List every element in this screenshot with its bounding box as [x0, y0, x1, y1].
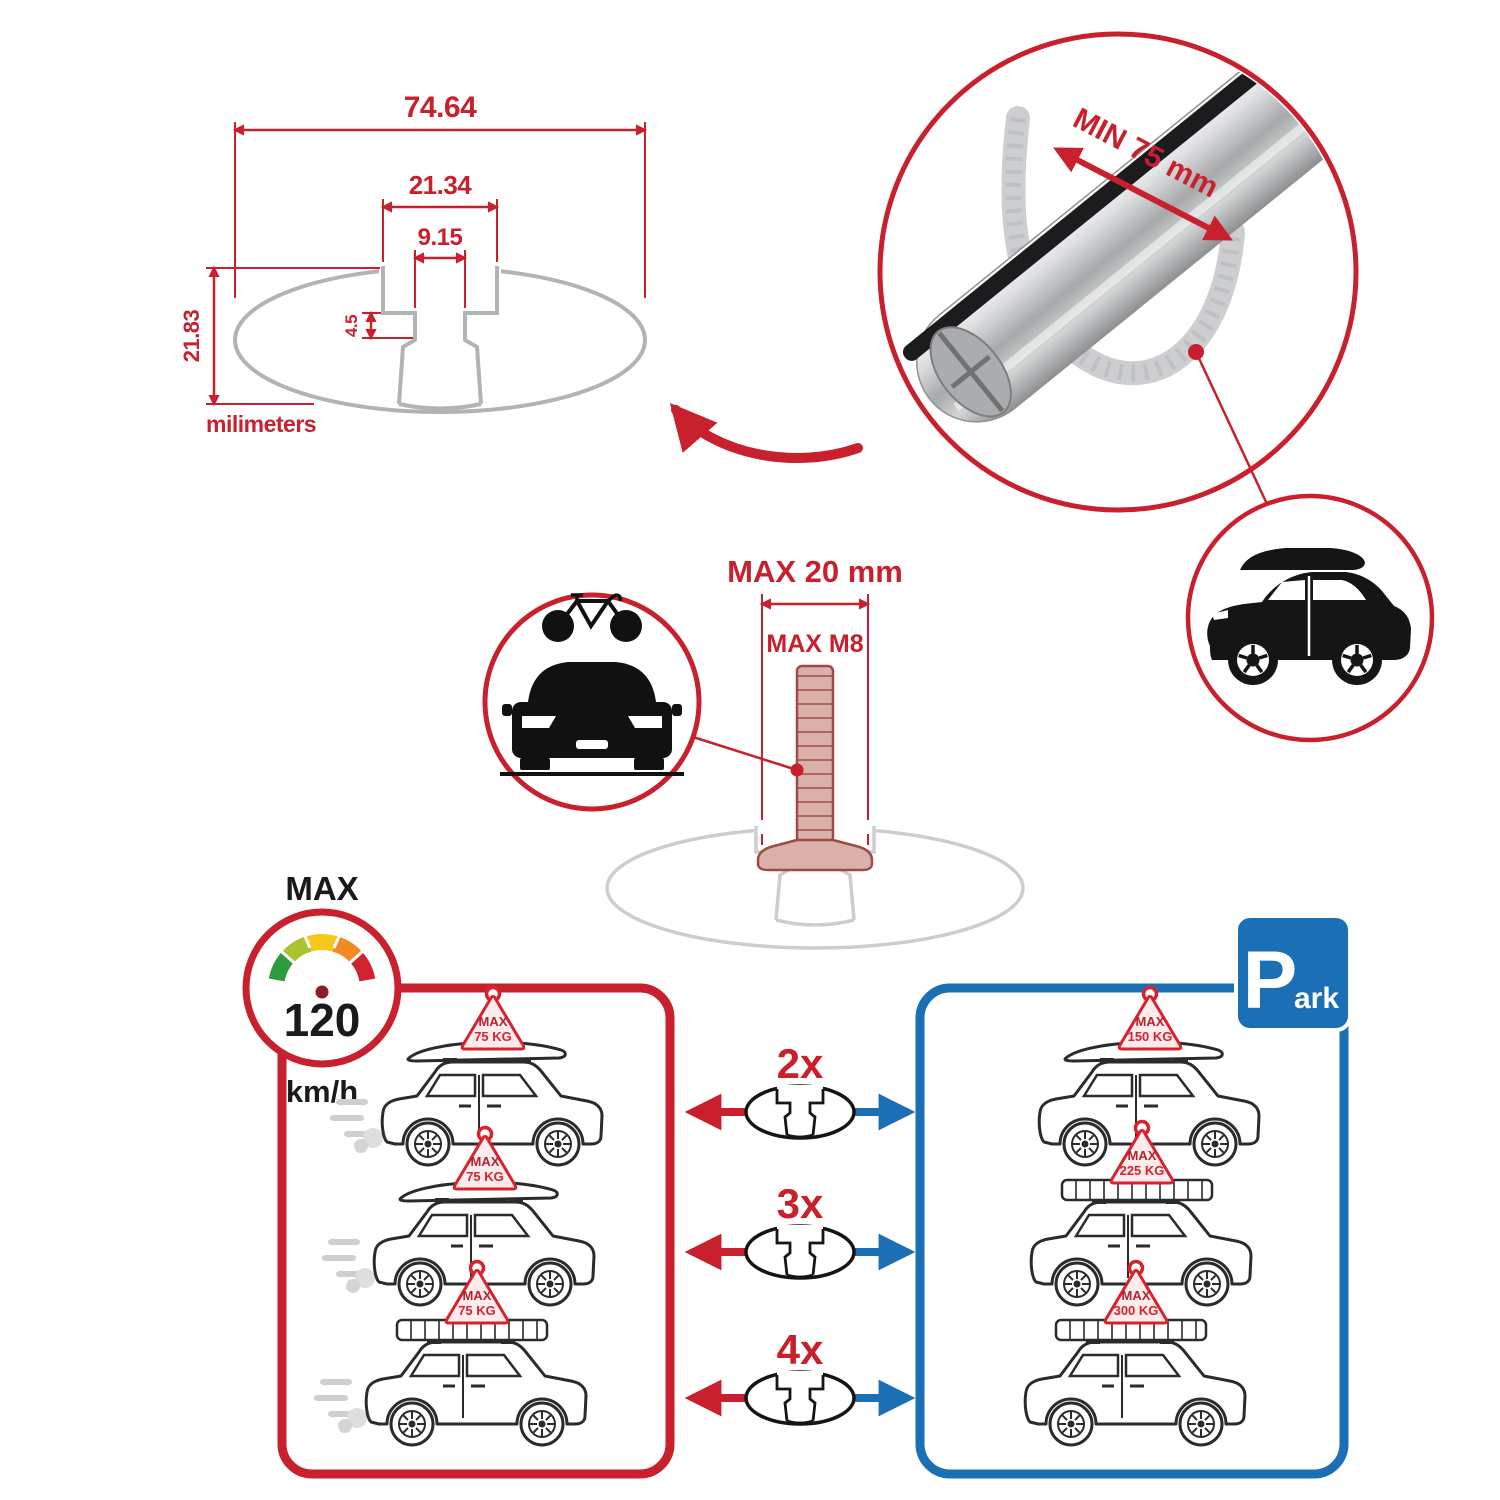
load-kg-label: 150 KG — [1128, 1029, 1173, 1044]
gauge-title: MAX — [285, 870, 358, 907]
crossbar-profile-icon — [744, 1223, 856, 1280]
load-max-label: MAX — [471, 1154, 500, 1169]
min-span-arrow — [1053, 147, 1233, 241]
car-parked-2: MAX 225 KG — [1031, 1119, 1251, 1306]
load-kg-label: 75 KG — [474, 1029, 512, 1044]
car-driving-3: MAX 75 KG — [317, 1259, 586, 1446]
parking-sign: P ark — [1234, 914, 1352, 1032]
bolt-callout-line — [692, 735, 798, 772]
suv-roof-box — [1240, 548, 1365, 570]
callout-arrow — [669, 403, 863, 463]
gauge-arc — [268, 930, 376, 982]
car-front-circle — [482, 592, 702, 812]
callout-line-suv — [1194, 351, 1269, 505]
bolt-t-head — [756, 838, 874, 872]
t-bolt — [756, 664, 874, 872]
bar-detail-circle: MIN 75 mm — [877, 31, 1359, 513]
load-kg-label: 225 KG — [1120, 1163, 1165, 1178]
crossbar-profile-icon — [744, 1083, 856, 1140]
bar-profile-ellipse — [233, 266, 647, 414]
multiplier-label: 2x — [777, 1040, 824, 1087]
parking-letter: P — [1243, 935, 1298, 1026]
car-parked-1: MAX 150 KG — [1039, 985, 1259, 1166]
load-max-label: MAX — [1136, 1014, 1165, 1029]
dimension-slot-inner — [412, 250, 468, 308]
speed-limit-gauge: MAX 120 km/h — [242, 870, 402, 1109]
load-max-label: MAX — [1122, 1288, 1151, 1303]
dim-total-width-label: 74.64 — [404, 91, 477, 124]
parking-suffix: ark — [1294, 982, 1339, 1015]
suv-roofbox-circle — [1185, 493, 1435, 743]
load-max-label: MAX — [479, 1014, 508, 1029]
dim-slot-inner-label: 9.15 — [418, 224, 463, 251]
bolt-dimension — [759, 594, 871, 845]
multiplier-label: 4x — [777, 1326, 824, 1373]
load-kg-label: 75 KG — [458, 1303, 496, 1318]
cross-section-diagram: 74.64 21.34 9.15 4.5 21.83 milimeters — [179, 91, 648, 437]
bolt-detail: MAX 20 mm MAX M8 — [605, 554, 1025, 950]
load-max-label: MAX — [463, 1288, 492, 1303]
car-driving-1: MAX 75 KG — [333, 985, 602, 1166]
car-parked-3: MAX 300 KG — [1025, 1259, 1245, 1446]
crossbar-count-row-2: 3x — [684, 1180, 916, 1280]
dimension-slot-outer — [380, 199, 500, 262]
crossbar-count-row-1: 2x — [684, 1040, 916, 1140]
crossbar-profile-icon — [744, 1369, 856, 1426]
units-label: milimeters — [206, 411, 316, 437]
max-length-label: MAX 20 mm — [727, 554, 903, 589]
car-front-icon — [500, 662, 684, 776]
crossbar-count-row-3: 4x — [684, 1326, 916, 1426]
load-max-label: MAX — [1128, 1148, 1157, 1163]
dim-height-label: 21.83 — [179, 309, 204, 362]
load-kg-label: 75 KG — [466, 1169, 504, 1184]
detail-circle-outline — [877, 31, 1359, 513]
gauge-value: 120 — [284, 994, 361, 1046]
load-kg-label: 300 KG — [1114, 1303, 1159, 1318]
dimension-lip — [362, 310, 413, 341]
multiplier-label: 3x — [777, 1180, 824, 1227]
car-driving-2: MAX 75 KG — [325, 1125, 594, 1306]
bike-icon — [542, 593, 642, 642]
dim-lip-label: 4.5 — [342, 315, 361, 337]
max-thread-label: MAX M8 — [766, 630, 863, 658]
t-slot-channel — [381, 266, 499, 411]
suv-illustration — [1207, 548, 1411, 685]
dim-slot-outer-label: 21.34 — [409, 170, 473, 200]
dimension-height — [206, 265, 380, 407]
